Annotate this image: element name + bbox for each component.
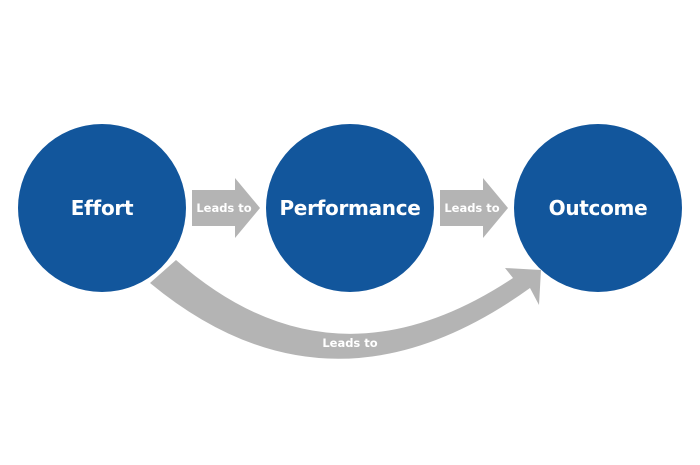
arrow-effort-to-outcome: Leads to [150,260,541,359]
node-circle [266,124,434,292]
node-circle [514,124,682,292]
edge-label-effort-performance: Leads to [196,201,251,215]
straight-arrow-shape [192,178,260,238]
node-circle [18,124,186,292]
node-label-outcome: Outcome [549,196,648,220]
edge-label-effort-outcome: Leads to [322,336,377,350]
arrow-effort-to-performance: Leads to [192,178,260,238]
node-label-effort: Effort [71,196,134,220]
node-label-performance: Performance [279,196,420,220]
arrow-performance-to-outcome: Leads to [440,178,508,238]
straight-arrow-shape [440,178,508,238]
node-outcome: Outcome [514,124,682,292]
curved-arrow-shape [150,260,541,359]
node-performance: Performance [266,124,434,292]
edge-label-performance-outcome: Leads to [444,201,499,215]
node-effort: Effort [18,124,186,292]
